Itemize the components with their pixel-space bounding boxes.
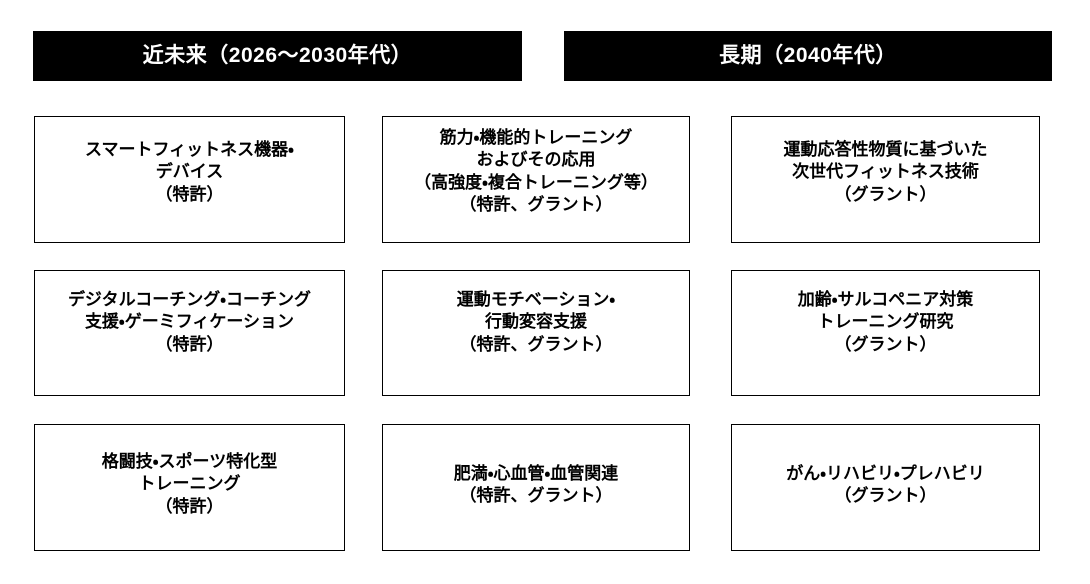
topic-box-exercise-motivation-behavior: 運動モチベーション・ 行動変容支援 （特許、グラント） xyxy=(382,270,690,396)
topic-box-combat-sports-training: 格闘技・スポーツ特化型 トレーニング （特許） xyxy=(34,424,345,551)
header-banner-long-term: 長期（2040年代） xyxy=(564,31,1052,81)
topic-box-smart-fitness-devices-label: スマートフィットネス機器・ デバイス （特許） xyxy=(85,140,294,204)
topic-box-aging-sarcopenia-training: 加齢・サルコペニア対策 トレーニング研究 （グラント） xyxy=(731,270,1040,396)
topic-box-cancer-rehab-prehab-label: がん・リハビリ・プレハビリ （グラント） xyxy=(786,464,985,506)
topic-box-cancer-rehab-prehab: がん・リハビリ・プレハビリ （グラント） xyxy=(731,424,1040,551)
topic-box-digital-coaching-gamification: デジタルコーチング・コーチング 支援・ゲーミフィケーション （特許） xyxy=(34,270,345,396)
topic-box-strength-functional-training: 筋力・機能的トレーニング およびその応用 （高強度・複合トレーニング等） （特許… xyxy=(382,116,690,243)
topic-box-smart-fitness-devices: スマートフィットネス機器・ デバイス （特許） xyxy=(34,116,345,243)
topic-box-aging-sarcopenia-training-label: 加齢・サルコペニア対策 トレーニング研究 （グラント） xyxy=(797,290,974,354)
topic-box-exercise-responsive-substances: 運動応答性物質に基づいた 次世代フィットネス技術 （グラント） xyxy=(731,116,1040,243)
topic-box-obesity-cardiovascular-label: 肥満・心血管・血管関連 （特許、グラント） xyxy=(453,464,619,506)
topic-box-digital-coaching-gamification-label: デジタルコーチング・コーチング 支援・ゲーミフィケーション （特許） xyxy=(67,290,312,354)
topic-box-exercise-motivation-behavior-label: 運動モチベーション・ 行動変容支援 （特許、グラント） xyxy=(456,290,616,354)
header-banner-long-term-label: 長期（2040年代） xyxy=(719,44,897,68)
topic-box-strength-functional-training-label: 筋力・機能的トレーニング およびその応用 （高強度・複合トレーニング等） （特許… xyxy=(414,128,658,215)
topic-box-exercise-responsive-substances-label: 運動応答性物質に基づいた 次世代フィットネス技術 （グラント） xyxy=(783,140,988,204)
topic-box-combat-sports-training-label: 格闘技・スポーツ特化型 トレーニング （特許） xyxy=(101,452,278,516)
header-banner-near-future-label: 近未来（2026〜2030年代） xyxy=(142,44,413,68)
topic-box-obesity-cardiovascular: 肥満・心血管・血管関連 （特許、グラント） xyxy=(382,424,690,551)
header-banner-near-future: 近未来（2026〜2030年代） xyxy=(33,31,522,81)
